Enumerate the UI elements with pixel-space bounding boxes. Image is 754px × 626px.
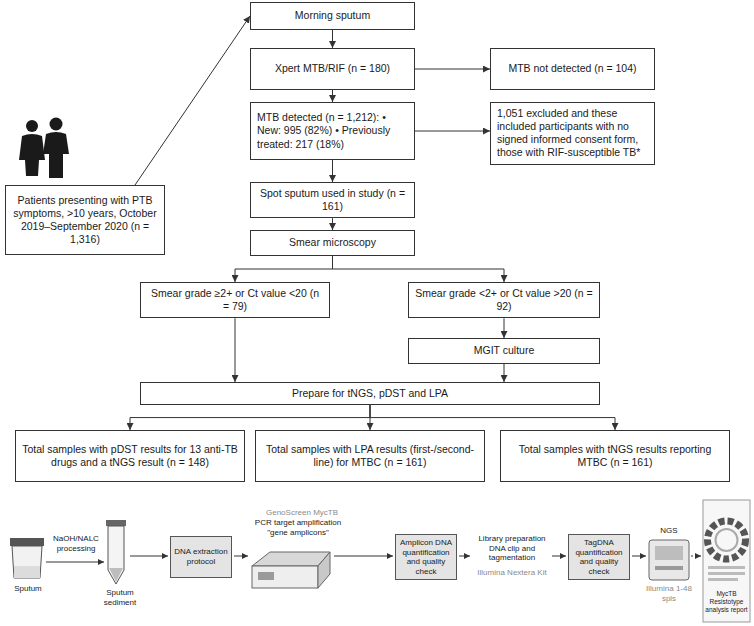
process-box: Spot sputum used in study (n = 161)	[250, 182, 415, 218]
box-text: MGIT culture	[415, 344, 593, 357]
box-text: Xpert MTB/RIF (n = 180)	[257, 62, 408, 75]
process-box: Patients presenting with PTB symptoms, >…	[5, 185, 165, 255]
box-text: 1,051 excluded and these included partic…	[497, 107, 648, 160]
box-text: Smear microscopy	[257, 236, 408, 249]
process-box: Total samples with tNGS results reportin…	[500, 430, 730, 482]
step-label: NGS	[648, 526, 690, 536]
process-arrow	[552, 556, 566, 557]
flow-arrow	[415, 69, 490, 70]
box-text: Total samples with pDST results for 13 a…	[22, 443, 238, 469]
box-text: Smear grade <2+ or Ct value >20 (n = 92)	[415, 287, 593, 313]
process-box: Smear grade ≥2+ or Ct value <20 (n = 79)	[140, 282, 330, 318]
box-text: Prepare for tNGS, pDST and LPA	[147, 387, 593, 400]
box-text: Patients presenting with PTB symptoms, >…	[12, 194, 158, 247]
pipeline-step-box: TagDNA quantification and quality check	[568, 534, 630, 580]
process-box: Smear microscopy	[250, 230, 415, 256]
flow-arrow	[332, 30, 333, 48]
process-box: MGIT culture	[408, 338, 600, 364]
flow-arrow	[332, 90, 333, 102]
flow-arrow	[332, 160, 333, 182]
resistotype-report	[703, 500, 750, 622]
box-text: Total samples with tNGS results reportin…	[507, 443, 723, 469]
process-box: MTB not detected (n = 104)	[490, 48, 655, 90]
sputum-container	[10, 538, 44, 578]
process-arrow	[46, 562, 104, 563]
sequencer	[649, 540, 689, 580]
step-label: PCR target amplification "gene amplicons…	[250, 518, 346, 537]
flow-arrow	[504, 364, 505, 382]
process-box: Total samples with pDST results for 13 a…	[15, 430, 245, 482]
pcr-machine	[252, 552, 330, 588]
process-arrow	[334, 556, 393, 557]
flow-arrow	[332, 218, 333, 230]
box-text: TagDNA quantification and quality check	[572, 538, 626, 576]
step-label: NaOH/NALC processing	[46, 534, 106, 553]
process-box: Smear grade <2+ or Ct value >20 (n = 92)	[408, 282, 600, 318]
process-arrow	[691, 556, 701, 557]
box-text: Spot sputum used in study (n = 161)	[257, 187, 408, 213]
flow-arrow	[130, 405, 370, 430]
process-box: 1,051 excluded and these included partic…	[490, 102, 655, 165]
box-text: Smear grade ≥2+ or Ct value <20 (n = 79)	[147, 287, 323, 313]
flow-arrow	[415, 131, 490, 132]
process-arrow	[130, 556, 168, 557]
step-label: Illumina 1-48 spls	[640, 584, 698, 603]
process-box: Xpert MTB/RIF (n = 180)	[250, 48, 415, 90]
step-label: Sputum sediment	[92, 588, 148, 607]
step-label: MycTB Resistotype analysis report	[704, 590, 749, 613]
flow-arrow	[135, 16, 250, 185]
flow-arrow	[333, 256, 505, 282]
pipeline-step-box: DNA extraction protocol	[170, 536, 232, 578]
pipeline-step-box: Amplicon DNA quantification and quality …	[395, 534, 457, 580]
people-icon	[19, 118, 69, 179]
step-label: Illumina Nextera Kit	[471, 568, 553, 578]
centrifuge-tube	[106, 520, 126, 584]
flow-arrow	[235, 318, 236, 382]
process-box: MTB detected (n = 1,212): • New: 995 (82…	[250, 102, 415, 160]
box-text: MTB not detected (n = 104)	[497, 62, 648, 75]
step-label: Sputum	[4, 584, 52, 594]
box-text: Morning sputum	[257, 9, 408, 22]
box-text: DNA extraction protocol	[174, 547, 228, 566]
process-box: Morning sputum	[250, 2, 415, 30]
box-text: Total samples with LPA results (first-/s…	[262, 443, 478, 469]
process-arrow	[459, 556, 470, 557]
process-arrow	[234, 556, 248, 557]
flow-arrow	[235, 256, 333, 282]
process-arrow	[632, 556, 646, 557]
flow-arrow	[504, 318, 505, 338]
flow-arrow	[370, 405, 615, 430]
box-text: MTB detected (n = 1,212): • New: 995 (82…	[257, 111, 408, 150]
box-text: Amplicon DNA quantification and quality …	[399, 538, 453, 576]
process-box: Total samples with LPA results (first-/s…	[255, 430, 485, 482]
process-box: Prepare for tNGS, pDST and LPA	[140, 382, 600, 405]
step-label: Library preparation DNA clip and tagment…	[471, 534, 553, 563]
step-label: GenoScreen MycTB	[262, 508, 342, 518]
